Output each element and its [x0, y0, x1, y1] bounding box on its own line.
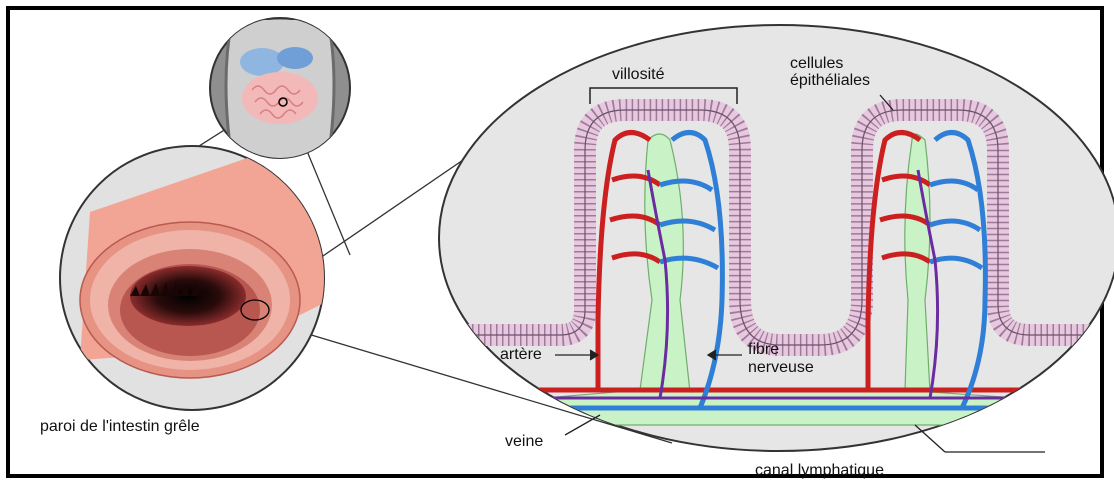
label-fibre-line2: nerveuse [748, 359, 814, 376]
label-cellules-line1: cellules [790, 55, 843, 72]
label-cellules-line2: épithéliales [790, 72, 870, 89]
label-canal: canal lymphatique [755, 462, 884, 479]
label-paroi: paroi de l'intestin grêle [40, 418, 200, 435]
villi-cross-section-icon [439, 25, 1114, 451]
label-artere: artère [500, 346, 542, 363]
label-veine: veine [505, 433, 543, 450]
abdomen-thumbnail-icon [210, 18, 350, 160]
label-fibre-line1: fibre [748, 341, 779, 358]
label-villosite: villosité [612, 66, 664, 83]
intestine-tube-icon [60, 140, 360, 410]
